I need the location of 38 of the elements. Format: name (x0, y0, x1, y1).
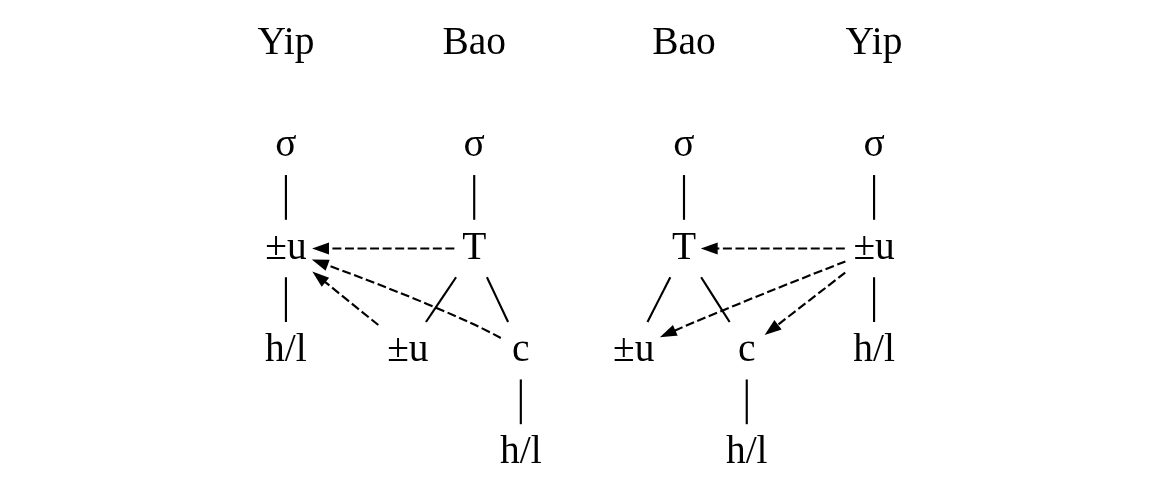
label: Bao (652, 19, 716, 64)
connector (485, 276, 510, 323)
connector (425, 276, 457, 323)
connector (284, 175, 287, 220)
node-text: σ (673, 121, 695, 166)
node-text: T (462, 223, 487, 268)
connector (873, 175, 876, 220)
node-text: σ (863, 121, 885, 166)
node-text: c (738, 325, 756, 370)
node-text: h/l (265, 325, 307, 370)
label: Yip (845, 19, 903, 64)
connector (284, 277, 287, 322)
connector (473, 175, 476, 220)
node-text: h/l (500, 427, 542, 472)
node-text: c (512, 325, 530, 370)
connector (519, 379, 522, 425)
node-text: ±u (265, 223, 307, 268)
arrow (700, 242, 845, 255)
node-text: T (671, 223, 697, 268)
arrow (659, 260, 846, 338)
arrow (311, 259, 502, 339)
connector (745, 379, 748, 425)
arrow (312, 242, 455, 255)
node-text: h/l (725, 427, 768, 472)
label: Bao (442, 19, 506, 64)
node-text: ±u (613, 325, 655, 370)
connector (682, 175, 686, 220)
node-text: h/l (853, 325, 895, 370)
arrow (312, 271, 379, 326)
connector (700, 276, 731, 323)
node-text: ±u (387, 325, 429, 370)
label: Yip (257, 19, 315, 64)
connector (646, 276, 672, 323)
node-text: σ (463, 121, 485, 166)
arrow (764, 271, 846, 336)
node-text: ±u (853, 223, 895, 268)
node-text: σ (275, 121, 297, 166)
connector (873, 277, 876, 322)
